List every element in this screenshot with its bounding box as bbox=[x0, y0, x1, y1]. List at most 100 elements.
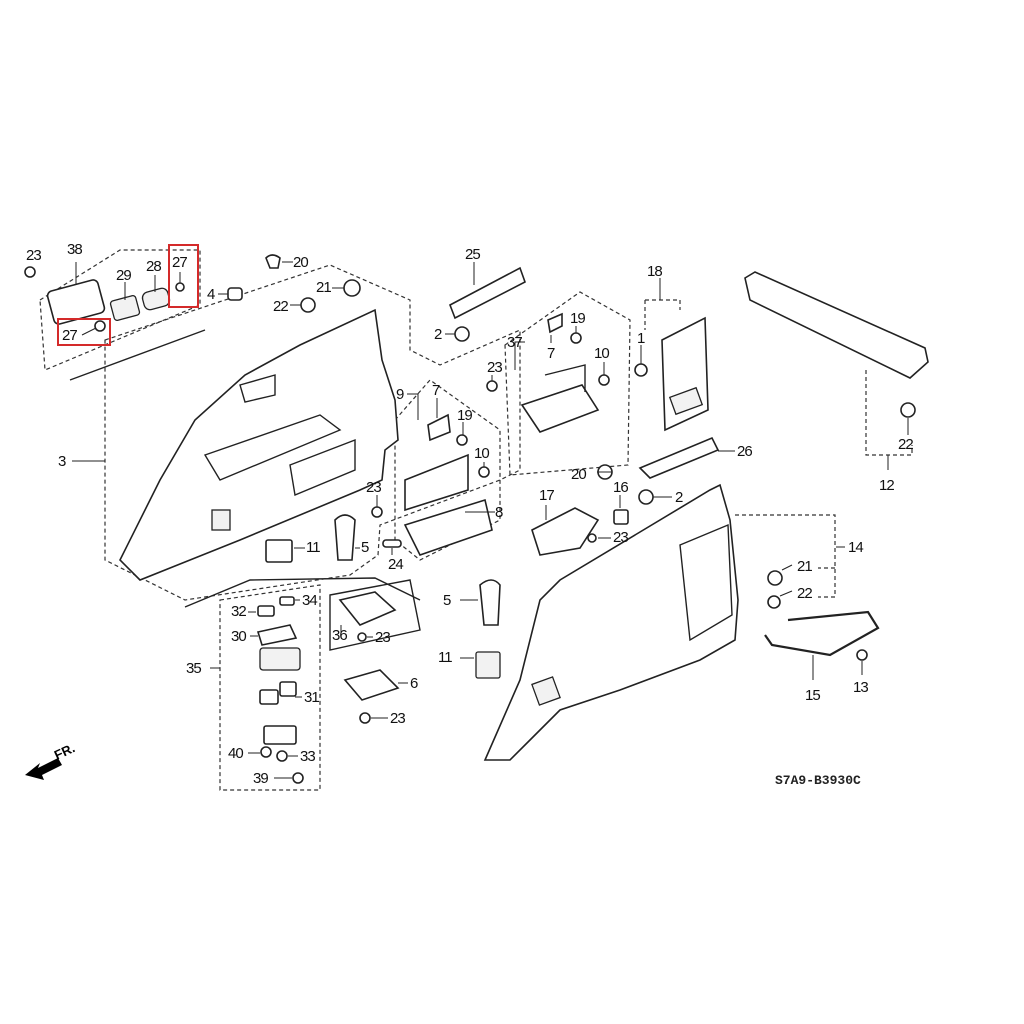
callout-30[interactable]: 30 bbox=[231, 628, 247, 645]
screw-23e bbox=[357, 632, 367, 642]
screw-10b bbox=[478, 466, 490, 478]
pin-24 bbox=[382, 539, 402, 548]
hook-5a bbox=[334, 514, 356, 561]
callout-31[interactable]: 31 bbox=[304, 689, 320, 706]
callout-4[interactable]: 4 bbox=[207, 286, 215, 303]
callout-26[interactable]: 26 bbox=[737, 443, 753, 460]
side-cover-18 bbox=[634, 316, 709, 432]
panel-switch-opening bbox=[211, 509, 231, 531]
lamp-base bbox=[263, 725, 297, 745]
callout-7[interactable]: 7 bbox=[547, 345, 555, 362]
callout-5[interactable]: 5 bbox=[443, 592, 451, 609]
cover-18 bbox=[661, 316, 709, 432]
nut-13 bbox=[856, 649, 868, 661]
panel-vent-opening bbox=[239, 374, 276, 403]
callout-20[interactable]: 20 bbox=[293, 254, 309, 271]
callout-22[interactable]: 22 bbox=[797, 585, 813, 602]
clip-21b bbox=[767, 570, 783, 586]
lens-34 bbox=[279, 596, 295, 606]
callout-2[interactable]: 2 bbox=[434, 326, 442, 343]
group-9-parts bbox=[265, 413, 493, 563]
clip-27b bbox=[94, 320, 106, 332]
callout-18[interactable]: 18 bbox=[647, 263, 663, 280]
callout-22[interactable]: 22 bbox=[898, 436, 914, 453]
callout-35[interactable]: 35 bbox=[186, 660, 202, 677]
callout-10[interactable]: 10 bbox=[594, 345, 610, 362]
callout-39[interactable]: 39 bbox=[253, 770, 269, 787]
cover-6 bbox=[343, 669, 400, 701]
callout-1[interactable]: 1 bbox=[637, 330, 645, 347]
cup-holder-17 bbox=[531, 507, 600, 556]
panel-opening bbox=[531, 676, 561, 706]
callout-24[interactable]: 24 bbox=[388, 556, 404, 573]
callout-36[interactable]: 36 bbox=[332, 627, 348, 644]
bulb-40 bbox=[260, 746, 272, 758]
callout-23[interactable]: 23 bbox=[375, 629, 391, 646]
callout-23[interactable]: 23 bbox=[26, 247, 42, 264]
callout-9[interactable]: 9 bbox=[396, 386, 404, 403]
separator-line-mid bbox=[184, 577, 421, 608]
screw-39 bbox=[292, 772, 304, 784]
tray-8 bbox=[403, 498, 493, 556]
callout-16[interactable]: 16 bbox=[613, 479, 629, 496]
callout-23[interactable]: 23 bbox=[366, 479, 382, 496]
lamp-housing bbox=[259, 647, 301, 671]
callout-33[interactable]: 33 bbox=[300, 748, 316, 765]
cover-36 bbox=[338, 591, 397, 626]
callout-40[interactable]: 40 bbox=[228, 745, 244, 762]
callout-27[interactable]: 27 bbox=[62, 327, 78, 344]
screw-23d bbox=[587, 533, 597, 543]
handle-7b bbox=[427, 413, 451, 442]
screw-19b bbox=[456, 434, 468, 446]
callout-7[interactable]: 7 bbox=[432, 382, 440, 399]
clip-22c bbox=[767, 595, 781, 609]
callout-28[interactable]: 28 bbox=[146, 258, 162, 275]
callout-29[interactable]: 29 bbox=[116, 267, 132, 284]
callout-37[interactable]: 37 bbox=[507, 334, 523, 351]
callout-20[interactable]: 20 bbox=[571, 466, 587, 483]
bracket-18 bbox=[644, 299, 681, 330]
callout-21[interactable]: 21 bbox=[316, 279, 332, 296]
grab-handle-15 bbox=[764, 610, 880, 657]
callout-15[interactable]: 15 bbox=[805, 687, 821, 704]
clip-20a bbox=[265, 254, 281, 269]
cap-11a bbox=[265, 539, 293, 563]
callout-38[interactable]: 38 bbox=[67, 241, 83, 258]
callout-27[interactable]: 27 bbox=[172, 254, 188, 271]
callout-25[interactable]: 25 bbox=[465, 246, 481, 263]
callout-2[interactable]: 2 bbox=[675, 489, 683, 506]
tray-lid bbox=[544, 364, 586, 392]
callout-11[interactable]: 11 bbox=[438, 649, 453, 666]
vent-group-box bbox=[39, 249, 201, 371]
lens-30 bbox=[256, 624, 298, 646]
callout-22[interactable]: 22 bbox=[273, 298, 289, 315]
callout-21[interactable]: 21 bbox=[797, 558, 813, 575]
socket-a bbox=[259, 689, 279, 705]
bracket-14 bbox=[735, 514, 836, 598]
group-37-box bbox=[504, 291, 631, 476]
callout-23[interactable]: 23 bbox=[390, 710, 406, 727]
callout-17[interactable]: 17 bbox=[539, 487, 555, 504]
callout-19[interactable]: 19 bbox=[570, 310, 586, 327]
callout-34[interactable]: 34 bbox=[302, 592, 318, 609]
callout-14[interactable]: 14 bbox=[848, 539, 864, 556]
side-trim-panel-3 bbox=[119, 308, 399, 581]
panel-cover-area bbox=[289, 438, 356, 496]
clip-22a bbox=[300, 297, 316, 313]
callout-13[interactable]: 13 bbox=[853, 679, 869, 696]
callout-12[interactable]: 12 bbox=[879, 477, 895, 494]
frame-9 bbox=[404, 453, 469, 512]
callout-3[interactable]: 3 bbox=[58, 453, 66, 470]
panel-speaker-box bbox=[679, 523, 733, 642]
clip-1 bbox=[634, 363, 648, 377]
callout-10[interactable]: 10 bbox=[474, 445, 490, 462]
callout-23[interactable]: 23 bbox=[613, 529, 629, 546]
callout-8[interactable]: 8 bbox=[495, 504, 503, 521]
callout-5[interactable]: 5 bbox=[361, 539, 369, 556]
callout-32[interactable]: 32 bbox=[231, 603, 247, 620]
callout-11[interactable]: 11 bbox=[306, 539, 321, 556]
panel-outline bbox=[119, 308, 399, 581]
callout-23[interactable]: 23 bbox=[487, 359, 503, 376]
callout-6[interactable]: 6 bbox=[410, 675, 418, 692]
callout-19[interactable]: 19 bbox=[457, 407, 473, 424]
